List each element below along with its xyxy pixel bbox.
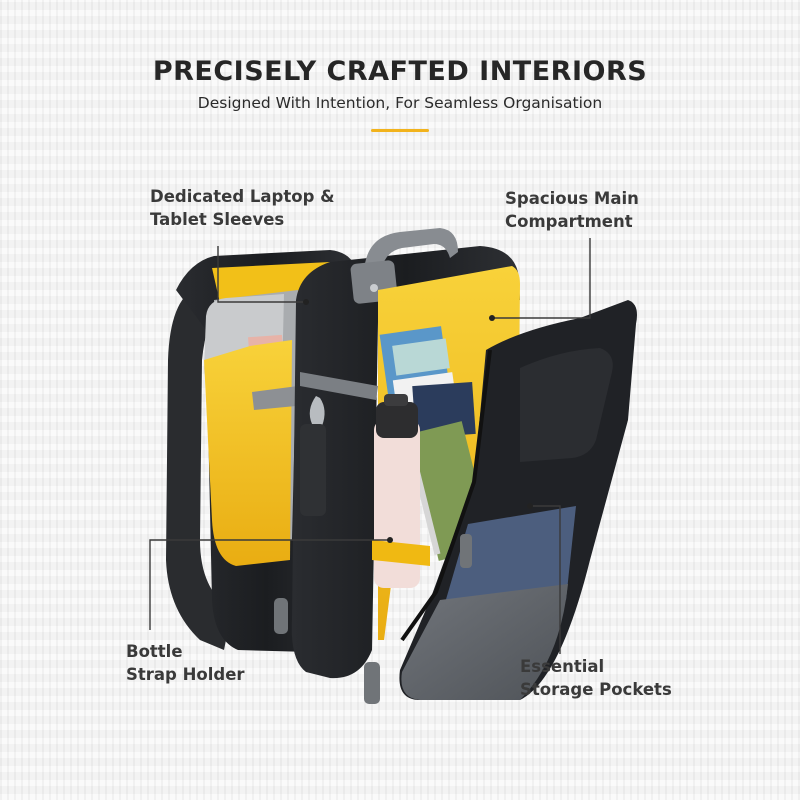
sleeve-edge: [252, 386, 298, 410]
bottle-strap: [372, 540, 430, 566]
pocket-lower-grey: [401, 584, 568, 700]
leader-dot: [387, 537, 393, 543]
page-title: PRECISELY CRAFTED INTERIORS: [152, 56, 648, 87]
callout-main-compartment: Spacious Main Compartment: [505, 189, 639, 231]
leader-dot: [527, 503, 533, 509]
zipper-pull: [364, 662, 380, 704]
rivet: [370, 284, 378, 292]
zip-tape: [400, 349, 492, 642]
zipper-pull: [460, 534, 472, 568]
leader-dot: [303, 299, 309, 305]
shoulder-strap: [166, 288, 232, 650]
bottle-cap-handle: [384, 394, 408, 406]
key-clip: [309, 396, 325, 426]
page-subtitle: Designed With Intention, For Seamless Or…: [197, 94, 603, 112]
key-tag: [300, 424, 326, 516]
sleeve-yellow: [204, 340, 292, 566]
leader-dot: [489, 315, 495, 321]
callout-laptop-sleeves: Dedicated Laptop & Tablet Sleeves: [150, 187, 335, 229]
callout-storage-pockets: Essential Storage Pockets: [520, 657, 672, 699]
top-handle: [364, 228, 458, 278]
book-teal: [392, 338, 450, 376]
leader-main: [492, 238, 591, 319]
bottle-cap: [376, 402, 418, 438]
organizer-pocket: [520, 348, 613, 462]
leader-pocket: [530, 505, 561, 654]
callout-bottle-holder: Bottle Strap Holder: [126, 642, 245, 684]
flap-edge-trim: [300, 372, 378, 400]
front-flap: [291, 246, 520, 679]
zipper-pull: [274, 598, 288, 634]
leader-laptop: [217, 246, 306, 303]
accent-divider: [371, 129, 429, 132]
leader-bottle: [149, 539, 390, 630]
